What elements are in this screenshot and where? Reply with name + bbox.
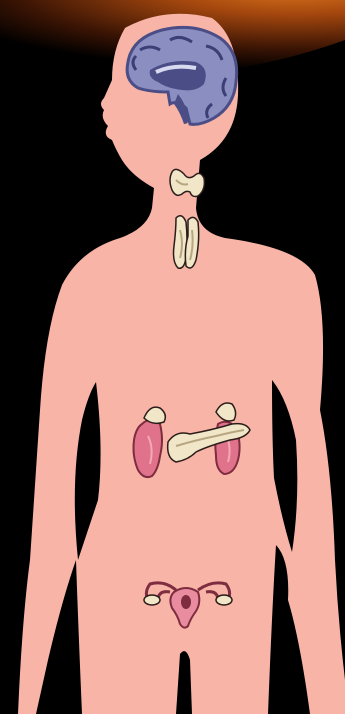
thymus-icon	[174, 216, 199, 269]
